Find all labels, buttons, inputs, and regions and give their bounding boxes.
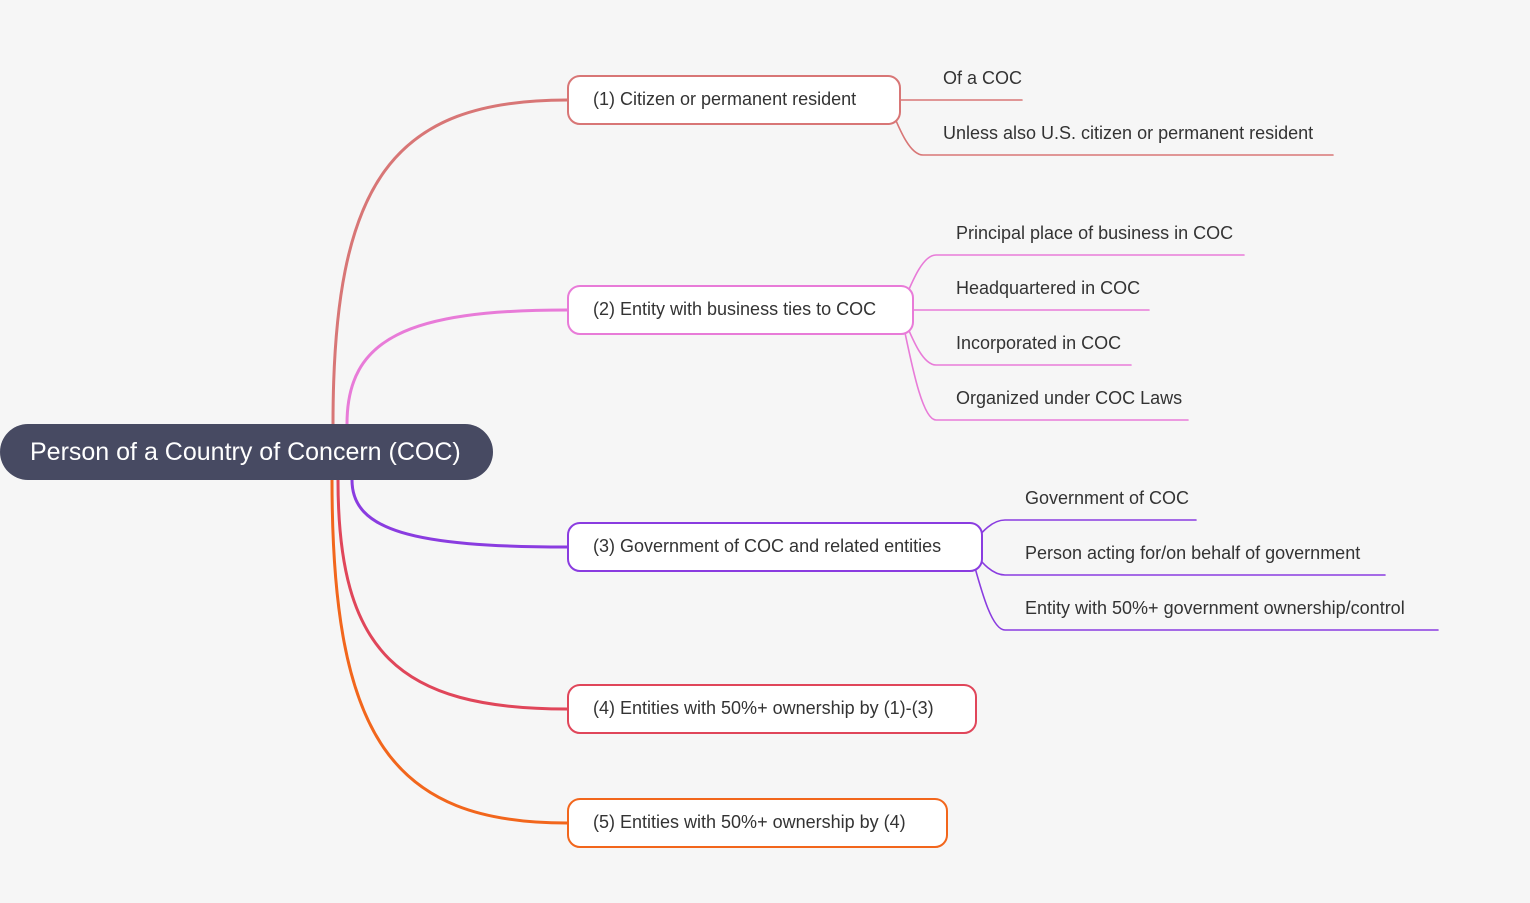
branch-node-2[interactable]: (2) Entity with business ties to COC [567, 285, 914, 335]
leaf-principal-place[interactable]: Principal place of business in COC [956, 223, 1234, 243]
leaf-organized-under-laws[interactable]: Organized under COC Laws [956, 388, 1183, 408]
branch-node-3[interactable]: (3) Government of COC and related entiti… [567, 522, 983, 572]
root-node[interactable]: Person of a Country of Concern (COC) [0, 424, 493, 480]
branch-node-4[interactable]: (4) Entities with 50%+ ownership by (1)-… [567, 684, 977, 734]
leaf-of-a-coc[interactable]: Of a COC [943, 68, 1023, 88]
leaf-person-acting-for-government[interactable]: Person acting for/on behalf of governmen… [1025, 543, 1361, 563]
branch-node-1[interactable]: (1) Citizen or permanent resident [567, 75, 901, 125]
root-connector-4 [336, 478, 569, 711]
root-connector-3 [350, 478, 569, 549]
leaf-government-of-coc[interactable]: Government of COC [1025, 488, 1190, 508]
root-connector-5 [330, 478, 569, 825]
root-connector-2 [345, 308, 569, 426]
leaf-government-ownership-entity[interactable]: Entity with 50%+ government ownership/co… [1025, 598, 1405, 618]
leaf-incorporated[interactable]: Incorporated in COC [956, 333, 1122, 353]
branch-node-5[interactable]: (5) Entities with 50%+ ownership by (4) [567, 798, 948, 848]
leaf-unless-us-citizen[interactable]: Unless also U.S. citizen or permanent re… [943, 123, 1314, 143]
root-connector-1 [331, 98, 569, 426]
leaf-headquartered[interactable]: Headquartered in COC [956, 278, 1141, 298]
